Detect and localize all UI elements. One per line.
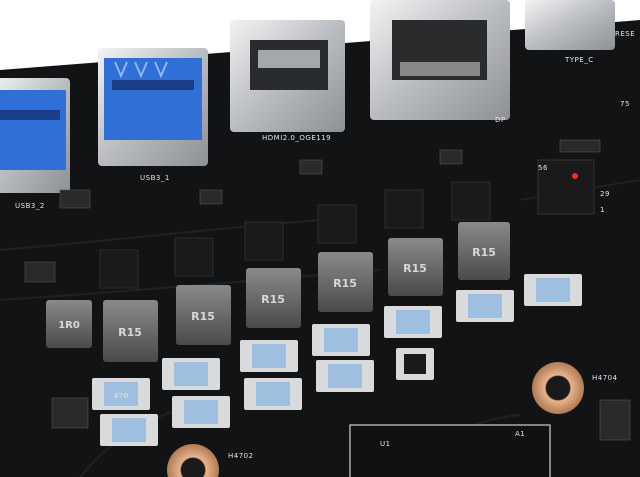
displayport bbox=[370, 0, 510, 120]
label-pin-a1: A1 bbox=[515, 430, 525, 438]
label-usb-a: USB3_2 bbox=[15, 202, 45, 210]
smd-components bbox=[24, 139, 631, 441]
label-reset: RESE bbox=[615, 30, 635, 38]
label-chip: U1 bbox=[380, 440, 391, 448]
type-c-port bbox=[525, 0, 615, 50]
label-1: 1 bbox=[600, 206, 605, 214]
label-75: 75 bbox=[620, 100, 630, 108]
inductor-mark: R15 bbox=[191, 310, 215, 323]
hdmi-port bbox=[230, 20, 345, 132]
label-hdmi: HDMI2.0_OGE119 bbox=[262, 134, 331, 142]
inductor-mark: R15 bbox=[118, 326, 142, 339]
capacitor-mark: 470 bbox=[114, 392, 129, 400]
label-29: 29 bbox=[600, 190, 610, 198]
inductor-mark: R15 bbox=[472, 246, 496, 259]
led-indicator bbox=[572, 173, 578, 179]
label-hole-1: H4702 bbox=[228, 452, 254, 460]
inductor-mark: R15 bbox=[333, 277, 357, 290]
usb-port-right bbox=[98, 48, 208, 166]
mounting-hole bbox=[532, 362, 584, 414]
inductor-row: R15 R15 R15 R15 R15 R15 1R0 bbox=[46, 222, 510, 362]
label-usb-b: USB3_1 bbox=[140, 174, 170, 182]
inductor-mark: R15 bbox=[403, 262, 427, 275]
pwm-controller bbox=[537, 159, 595, 215]
inductor-mark: 1R0 bbox=[58, 320, 80, 331]
mounting-hole bbox=[167, 444, 219, 477]
capacitor-rows: 470 bbox=[92, 274, 582, 446]
mosfet-row bbox=[99, 181, 491, 289]
inductor-mark: R15 bbox=[261, 293, 285, 306]
label-hole-2: H4704 bbox=[592, 374, 618, 382]
label-type-c: TYPE_C bbox=[564, 56, 594, 64]
usb-port-left bbox=[0, 78, 70, 193]
chip-outline bbox=[349, 424, 551, 477]
label-56: 56 bbox=[538, 164, 548, 172]
label-dp: DP bbox=[495, 116, 506, 124]
